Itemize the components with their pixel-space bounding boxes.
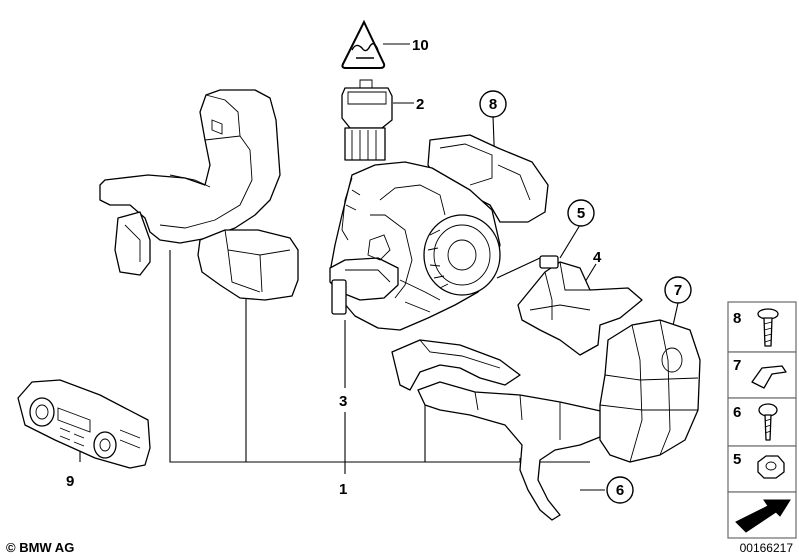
callout-6-label: 6 [616,482,624,499]
left-air-duct [99,89,281,276]
panel-label-6: 6 [733,404,741,421]
callout-8-label: 8 [489,96,497,113]
callout-6: 6 [606,476,634,504]
arrow-icon [735,499,791,533]
screw-icon [757,308,779,347]
warning-triangle-icon [341,19,386,69]
callout-7: 7 [664,276,692,304]
clip-icon [751,365,787,389]
mounting-bracket [517,255,643,356]
callout-5-label: 5 [577,205,585,222]
callout-1-label: 1 [339,481,347,498]
copyright-text: © BMW AG [6,540,75,555]
screw-icon [758,403,778,441]
small-parts-panel: 8 7 6 5 [727,301,797,539]
callout-5: 5 [567,199,595,227]
callout-8: 8 [479,90,507,118]
small-duct [197,229,299,301]
callout-10-label: 10 [412,37,429,54]
document-number: 00166217 [739,541,793,555]
panel-cell-6 [727,397,797,447]
blower-resistor [341,79,393,161]
panel-label-7: 7 [733,357,741,374]
callout-2-label: 2 [416,96,424,113]
callout-3-label: 3 [339,393,347,410]
panel-label-8: 8 [733,310,741,327]
callout-9-label: 9 [66,473,74,490]
nut-icon [757,455,785,479]
rear-air-duct [391,319,701,521]
panel-label-5: 5 [733,451,741,468]
callout-4-label: 4 [593,249,602,266]
climate-control-panel [17,379,151,469]
callout-7-label: 7 [674,282,682,299]
blower-housing [329,134,549,331]
